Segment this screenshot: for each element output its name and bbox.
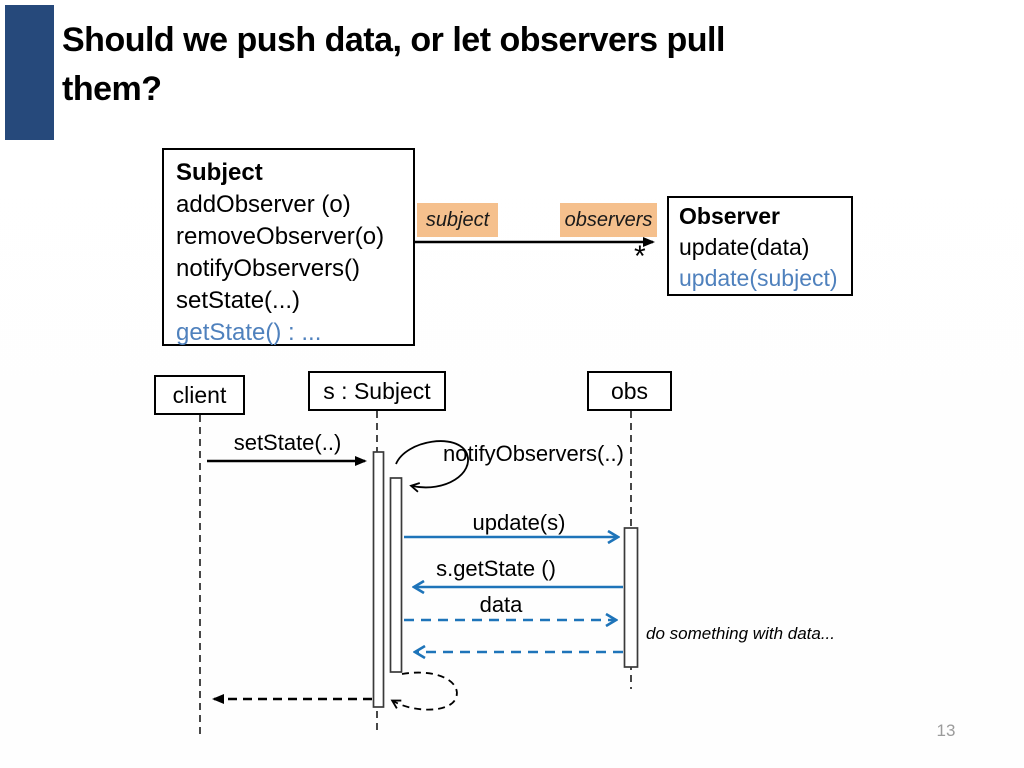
subject-method-set-state: setState(...) bbox=[176, 287, 301, 314]
subject-method-remove-observer: removeObserver(o) bbox=[176, 223, 385, 250]
role-label-observers: observers bbox=[560, 203, 657, 237]
message-label-get-state: s.getState () bbox=[436, 556, 556, 581]
arrow-bottom-self-loop bbox=[390, 671, 458, 711]
subject-method-get-state: getState() : ... bbox=[176, 319, 322, 346]
message-label-update: update(s) bbox=[472, 510, 566, 535]
message-label-data: data bbox=[479, 592, 523, 617]
multiplicity-star: * bbox=[634, 240, 646, 273]
subject-class-name: Subject bbox=[176, 159, 263, 186]
observer-method-update-data: update(data) bbox=[679, 234, 810, 260]
observer-class-name: Observer bbox=[679, 203, 781, 229]
observer-class-box: Observer update(data) update(subject) bbox=[667, 196, 853, 296]
subject-class-box: Subject addObserver (o) removeObserver(o… bbox=[162, 148, 415, 346]
lifeline-head-obs: obs bbox=[587, 371, 672, 411]
title-accent-bar bbox=[5, 5, 54, 140]
slide-title-line1: Should we push data, or let observers pu… bbox=[62, 21, 725, 59]
slide-title-line2: them? bbox=[62, 70, 162, 108]
message-label-notify-observers: notifyObservers(..) bbox=[443, 441, 624, 466]
subject-method-notify-observers: notifyObservers() bbox=[176, 255, 361, 282]
lifeline-head-subject: s : Subject bbox=[308, 371, 446, 411]
lifeline-head-client: client bbox=[154, 375, 245, 415]
arrow-notify-self-loop bbox=[395, 440, 469, 493]
observer-method-update-subject: update(subject) bbox=[679, 265, 838, 291]
page-number: 13 bbox=[936, 721, 956, 740]
activation-bar-obs bbox=[623, 527, 639, 668]
slide-title: Should we push data, or let observers pu… bbox=[62, 16, 932, 114]
note-do-something-with-data: do something with data... bbox=[646, 624, 836, 643]
subject-method-add-observer: addObserver (o) bbox=[176, 191, 351, 218]
activation-bar-subject-inner bbox=[389, 477, 403, 673]
message-label-set-state: setState(..) bbox=[233, 430, 342, 455]
role-label-subject: subject bbox=[417, 203, 498, 237]
activation-bar-subject-outer bbox=[372, 451, 385, 708]
